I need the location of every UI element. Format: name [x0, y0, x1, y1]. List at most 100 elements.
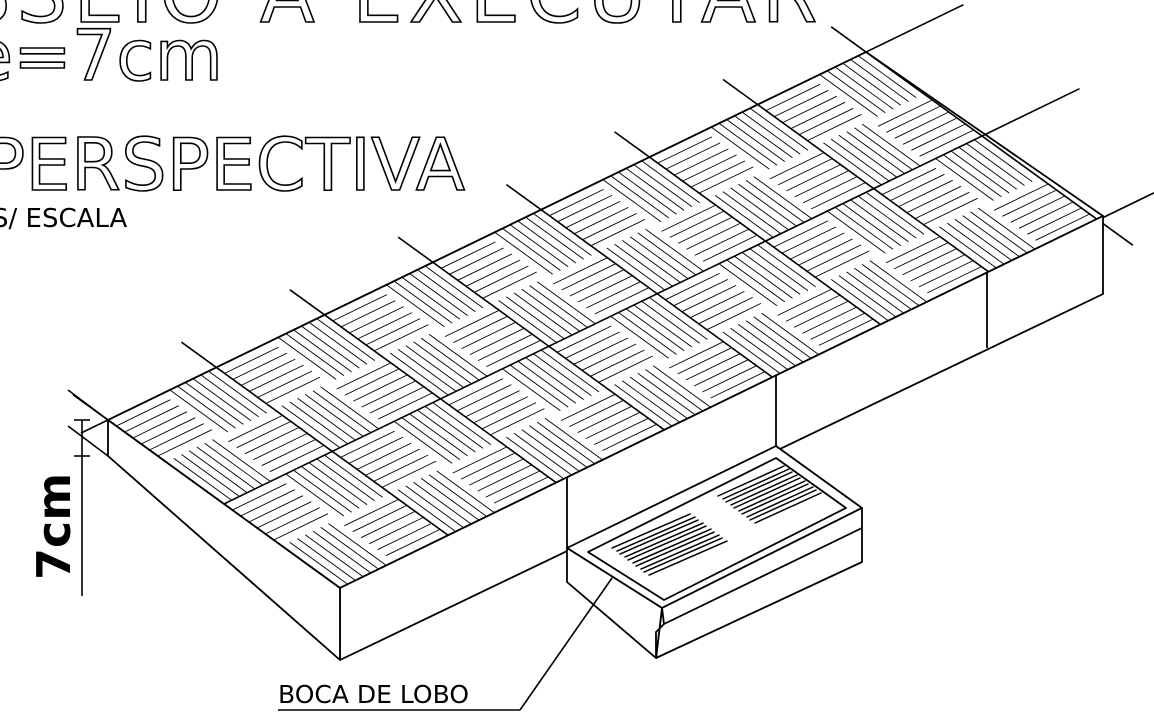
hatch-line: [240, 489, 295, 517]
hatch-line: [457, 253, 513, 281]
hatch-line: [490, 408, 545, 436]
hatch-line: [301, 325, 360, 369]
hatch-line: [649, 297, 708, 340]
hatch-line: [569, 269, 625, 297]
hatch-line: [970, 211, 1029, 255]
hatch-line: [637, 232, 697, 276]
hatch-line: [806, 244, 862, 272]
hatch-line: [460, 452, 516, 480]
hatch-line: [493, 476, 549, 504]
hatch-line: [577, 405, 632, 434]
sidewalk-slab: [107, 51, 1104, 661]
hatch-line: [773, 220, 829, 248]
hatch-line: [236, 420, 292, 449]
hatch-line: [485, 470, 541, 498]
hatch-line: [390, 352, 449, 396]
hatch-line: [481, 402, 537, 430]
hatch-line: [344, 368, 400, 396]
hatch-line: [914, 191, 970, 220]
hatch-line: [741, 252, 801, 295]
hatch-line: [690, 290, 745, 319]
hatch-line: [521, 288, 581, 332]
hatch-line: [556, 325, 612, 353]
hatch-line: [927, 266, 982, 294]
hatch-line: [336, 362, 392, 390]
hatch-line: [265, 507, 320, 535]
hatch-line: [622, 380, 681, 424]
hatch-line: [513, 292, 573, 336]
hatch-line: [449, 247, 504, 275]
hatch-line: [424, 265, 484, 309]
hatch-line: [741, 111, 801, 155]
hatch-line: [1018, 201, 1074, 229]
grate-slot: [717, 465, 785, 497]
hatch-line: [256, 501, 312, 529]
hatch-line: [401, 276, 461, 320]
hatch-line: [894, 111, 950, 139]
hatch-line: [661, 204, 716, 232]
hatch-line: [304, 534, 364, 578]
grate-slot: [619, 519, 699, 555]
grate-slot: [632, 528, 712, 564]
drain-step: [655, 607, 665, 658]
hatch-line: [966, 143, 1025, 186]
hatch-line: [722, 191, 782, 234]
hatch-line: [285, 473, 345, 517]
hatch-line: [413, 341, 472, 385]
hatch-line: [297, 538, 356, 581]
hatch-line: [842, 62, 902, 106]
hatch-line: [502, 368, 561, 412]
hatch-line: [786, 164, 841, 192]
hatch-line: [506, 436, 565, 480]
callout-leader: [278, 577, 613, 711]
hatch-line: [685, 353, 741, 381]
slab-left-face: [107, 419, 341, 661]
hatch-line: [409, 413, 468, 457]
hatch-line: [830, 279, 890, 322]
hatch-line: [192, 378, 252, 422]
hatch-line: [910, 254, 966, 282]
dimension-extension: [67, 425, 109, 457]
hatch-line: [381, 460, 437, 488]
hatch-line: [529, 425, 588, 469]
hatch-line: [877, 99, 933, 127]
hatch-line: [277, 337, 337, 380]
hatch-line: [509, 224, 569, 268]
hatch-line: [517, 360, 577, 404]
hatch-line: [633, 164, 693, 208]
hatch-line: [698, 296, 753, 325]
hatch-line: [581, 343, 637, 371]
grate-slot: [746, 486, 814, 518]
hatch-line: [625, 168, 685, 211]
hatch-line: [1035, 213, 1090, 241]
hatch-line: [919, 129, 974, 157]
hatch-line: [730, 327, 789, 371]
hatch-line: [269, 444, 325, 473]
grate-slot: [640, 534, 720, 570]
hatch-line: [834, 206, 894, 250]
hatch-line: [674, 148, 729, 176]
hatch-line: [537, 281, 596, 325]
hatch-line: [360, 510, 416, 539]
hatch-line: [324, 454, 383, 498]
hatch-line: [827, 70, 886, 114]
hatch-line: [253, 432, 308, 461]
hatch-line: [393, 280, 453, 324]
hatch-line: [544, 417, 604, 461]
hatch-line: [204, 442, 263, 486]
hatch-line: [177, 385, 236, 429]
hatch-line: [622, 240, 681, 283]
hatch-line: [946, 222, 1006, 266]
hatch-line: [854, 267, 913, 311]
hatch-line: [312, 530, 372, 574]
hatch-line: [436, 470, 495, 514]
hatch-line: [316, 458, 376, 502]
hatch-line: [456, 384, 512, 412]
hatch-line: [902, 117, 958, 145]
hatch-line: [573, 337, 629, 365]
hatch-line: [565, 200, 621, 229]
hatch-line: [682, 154, 737, 182]
hatch-line: [332, 294, 388, 322]
hatch-line: [401, 417, 461, 460]
hatch-line: [285, 333, 345, 376]
